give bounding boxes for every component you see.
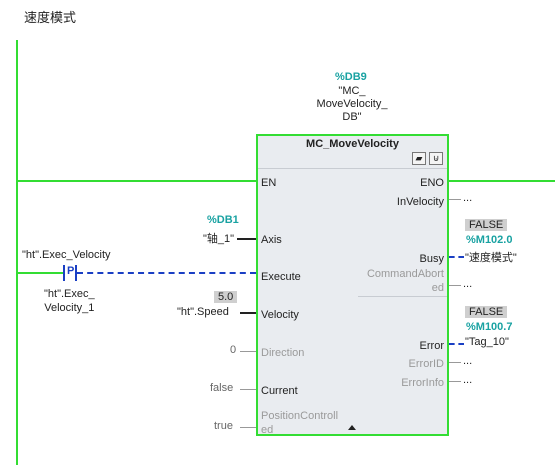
speed-tag[interactable]: "ht".Speed <box>177 306 229 318</box>
db-icon[interactable]: ▰ <box>412 152 426 165</box>
edge-memory-tag[interactable]: "ht".Exec_ Velocity_1 <box>44 288 95 314</box>
monitor-icon[interactable]: ⊍ <box>429 152 443 165</box>
block-title: MC_MoveVelocity <box>306 138 399 150</box>
axis-wire <box>237 238 256 240</box>
error-tag[interactable]: "Tag_10" <box>465 336 509 348</box>
pin-command-aborted: CommandAbort ed <box>366 268 444 294</box>
axis-db-address: %DB1 <box>207 214 239 226</box>
pin-velocity: Velocity <box>261 309 299 321</box>
pin-execute: Execute <box>261 271 301 283</box>
pin-axis: Axis <box>261 234 282 246</box>
speed-value: 5.0 <box>214 291 238 303</box>
pin-en: EN <box>261 177 277 189</box>
position-controlled-wire <box>240 427 256 428</box>
contact-type: P <box>67 265 75 277</box>
current-wire <box>240 389 256 390</box>
pin-in-velocity: InVelocity <box>396 196 444 208</box>
network-title: 速度模式 <box>24 10 77 25</box>
pin-position-controlled: PositionControll ed <box>261 410 339 436</box>
contact-rail-wire <box>18 272 63 274</box>
pin-error: Error <box>419 340 444 352</box>
axis-tag[interactable]: "轴_1" <box>203 233 235 245</box>
error-wire <box>449 343 464 345</box>
error-address: %M100.7 <box>466 321 513 333</box>
error-id-output[interactable]: ... <box>463 355 473 367</box>
eno-wire <box>449 180 555 182</box>
instance-db-address: %DB9 <box>335 71 367 83</box>
pin-direction: Direction <box>261 347 305 359</box>
command-aborted-wire <box>449 285 461 286</box>
busy-address: %M102.0 <box>466 234 513 246</box>
output-separator <box>358 296 447 297</box>
in-velocity-output[interactable]: ... <box>463 192 473 204</box>
error-info-output[interactable]: ... <box>463 374 473 386</box>
pin-current: Current <box>261 385 298 397</box>
in-velocity-wire <box>449 199 461 200</box>
velocity-wire <box>240 312 256 314</box>
pin-eno: ENO <box>420 177 444 189</box>
error-id-wire <box>449 362 461 363</box>
instance-db-name[interactable]: "MC_ MoveVelocity_ DB" <box>316 85 388 123</box>
command-aborted-output[interactable]: ... <box>463 278 473 290</box>
expand-arrow-icon[interactable] <box>348 425 356 430</box>
direction-wire <box>240 351 256 352</box>
mc-movevelocity-block[interactable]: MC_MoveVelocity ▰ ⊍ EN Axis Execute Velo… <box>256 134 449 436</box>
busy-tag[interactable]: "速度模式" <box>465 252 517 264</box>
execute-wire <box>77 272 256 274</box>
contact-tag[interactable]: "ht".Exec_Velocity <box>22 249 111 261</box>
block-header-divider <box>258 168 447 169</box>
error-state: FALSE <box>465 306 508 318</box>
en-wire <box>18 180 256 182</box>
pin-busy: Busy <box>419 253 444 265</box>
direction-value[interactable]: 0 <box>230 344 237 356</box>
position-controlled-value[interactable]: true <box>214 420 233 432</box>
power-rail <box>16 40 18 465</box>
busy-wire <box>449 256 464 258</box>
busy-state: FALSE <box>465 219 508 231</box>
pin-error-id: ErrorID <box>408 358 444 370</box>
pin-error-info: ErrorInfo <box>401 377 444 389</box>
current-value[interactable]: false <box>210 382 234 394</box>
error-info-wire <box>449 381 461 382</box>
p-contact[interactable]: P <box>63 265 77 281</box>
